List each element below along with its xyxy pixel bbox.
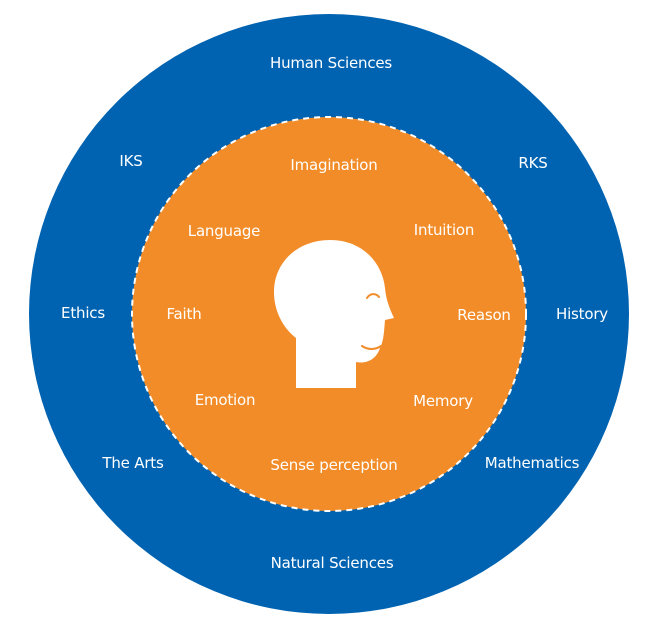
label-rks: RKS [518, 154, 548, 172]
label-sense-perception: Sense perception [270, 456, 398, 474]
label-emotion: Emotion [194, 391, 256, 409]
label-imagination: Imagination [290, 156, 378, 174]
label-natural-sciences: Natural Sciences [270, 554, 394, 572]
dashed-divider [131, 116, 527, 512]
label-intuition: Intuition [413, 221, 475, 239]
label-mathematics: Mathematics [484, 454, 580, 472]
label-human-sciences: Human Sciences [269, 54, 393, 72]
human-head-icon [274, 240, 394, 388]
label-ethics: Ethics [61, 304, 105, 322]
label-reason: Reason [457, 306, 511, 324]
label-language: Language [187, 222, 261, 240]
label-the-arts: The Arts [102, 454, 164, 472]
label-memory: Memory [413, 392, 473, 410]
label-history: History [556, 305, 608, 323]
label-iks: IKS [119, 152, 143, 170]
label-faith: Faith [166, 305, 202, 323]
